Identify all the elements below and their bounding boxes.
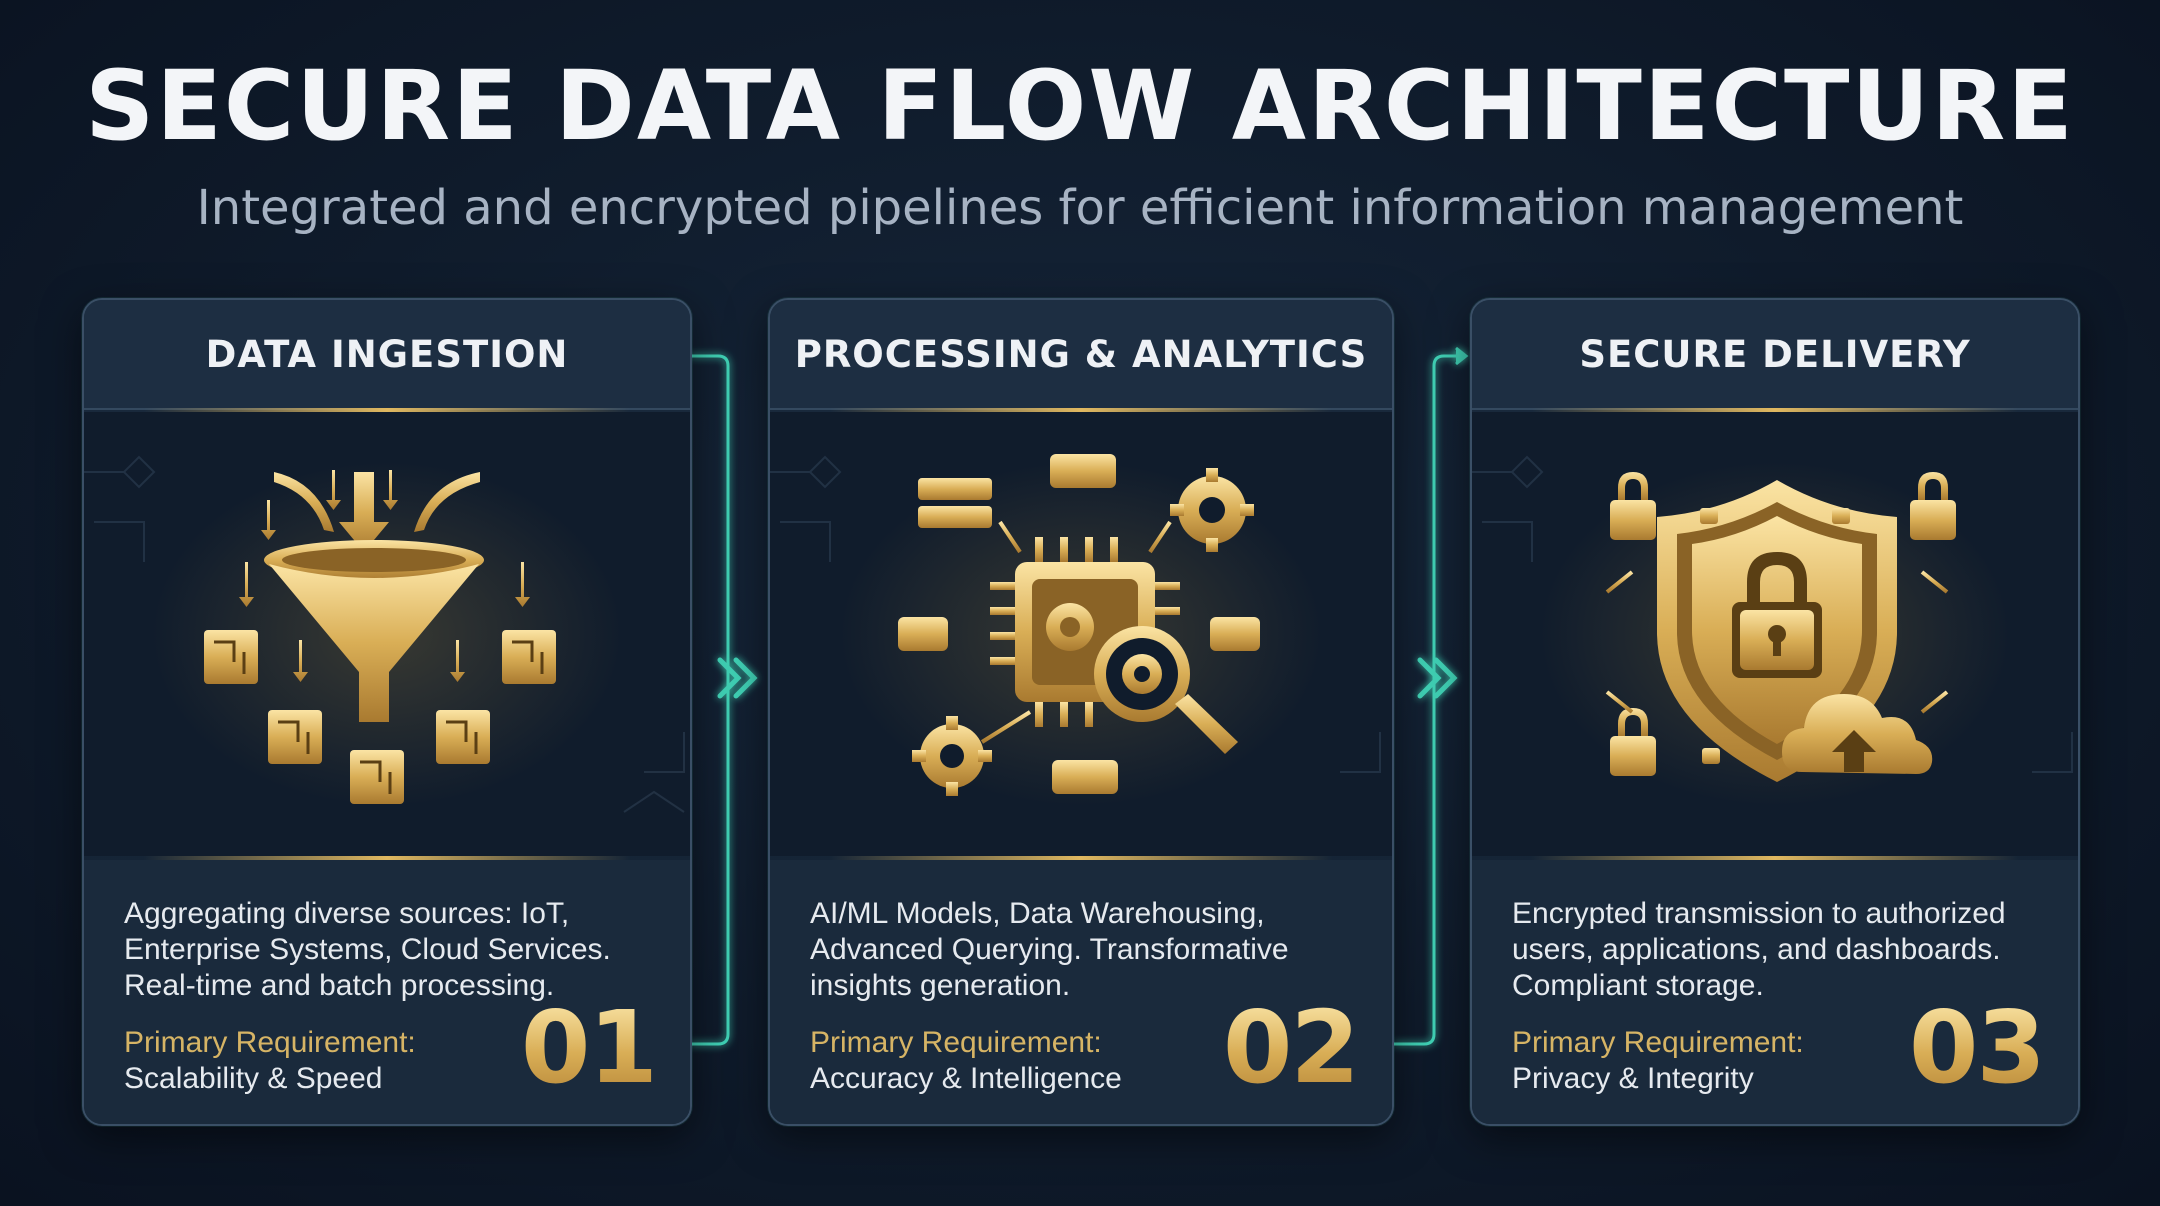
desc-line: Aggregating diverse sources: IoT, bbox=[124, 897, 570, 930]
divider bbox=[1532, 408, 2018, 412]
connector-1-2 bbox=[690, 354, 730, 1046]
requirement-label: Primary Requirement: bbox=[124, 1026, 416, 1059]
requirement-value: Scalability & Speed bbox=[124, 1062, 383, 1095]
funnel-icon bbox=[84, 455, 685, 813]
processor-icon bbox=[770, 454, 1381, 796]
desc-line: Compliant storage. bbox=[1512, 969, 1764, 1002]
requirement-value: Privacy & Integrity bbox=[1512, 1062, 1754, 1095]
card-processing-analytics: PROCESSING & ANALYTICS bbox=[768, 298, 1394, 1126]
divider bbox=[830, 856, 1332, 860]
desc-line: AI/ML Models, Data Warehousing, bbox=[810, 897, 1265, 930]
desc-line: Encrypted transmission to authorized bbox=[1512, 897, 2006, 930]
card-title: PROCESSING & ANALYTICS bbox=[770, 300, 1392, 410]
divider bbox=[830, 408, 1332, 412]
step-number: 03 bbox=[1908, 989, 2046, 1106]
desc-line: Enterprise Systems, Cloud Services. bbox=[124, 933, 611, 966]
card-description: Encrypted transmission to authorized use… bbox=[1512, 896, 2048, 1004]
icon-panel bbox=[1472, 412, 2078, 856]
divider bbox=[144, 856, 630, 860]
connector-2-3 bbox=[1394, 346, 1469, 1046]
icon-panel bbox=[770, 412, 1392, 856]
desc-line: Real-time and batch processing. bbox=[124, 969, 555, 1002]
step-number: 02 bbox=[1222, 989, 1360, 1106]
card-body: Aggregating diverse sources: IoT, Enterp… bbox=[84, 860, 690, 1124]
card-secure-delivery: SECURE DELIVERY bbox=[1470, 298, 2080, 1126]
desc-line: users, applications, and dashboards. bbox=[1512, 933, 2001, 966]
requirement-value: Accuracy & Intelligence bbox=[810, 1062, 1122, 1095]
card-title: DATA INGESTION bbox=[84, 300, 690, 410]
icon-panel bbox=[84, 412, 690, 856]
card-data-ingestion: DATA INGESTION bbox=[82, 298, 692, 1126]
desc-line: insights generation. bbox=[810, 969, 1071, 1002]
card-body: AI/ML Models, Data Warehousing, Advanced… bbox=[770, 860, 1392, 1124]
connector-arrow-1-2 bbox=[717, 657, 758, 699]
divider bbox=[144, 408, 630, 412]
card-description: Aggregating diverse sources: IoT, Enterp… bbox=[124, 896, 660, 1004]
divider bbox=[1532, 856, 2018, 860]
page-subtitle: Integrated and encrypted pipelines for e… bbox=[196, 180, 1964, 236]
card-title: SECURE DELIVERY bbox=[1472, 300, 2078, 410]
card-body: Encrypted transmission to authorized use… bbox=[1472, 860, 2078, 1124]
requirement-label: Primary Requirement: bbox=[810, 1026, 1102, 1059]
connector-arrow-2-3 bbox=[1417, 657, 1458, 699]
step-number: 01 bbox=[520, 989, 658, 1106]
shield-lock-icon bbox=[1472, 455, 2073, 782]
card-description: AI/ML Models, Data Warehousing, Advanced… bbox=[810, 896, 1362, 1004]
requirement-label: Primary Requirement: bbox=[1512, 1026, 1804, 1059]
page-title: SECURE DATA FLOW ARCHITECTURE bbox=[85, 50, 2075, 162]
desc-line: Advanced Querying. Transformative bbox=[810, 933, 1289, 966]
